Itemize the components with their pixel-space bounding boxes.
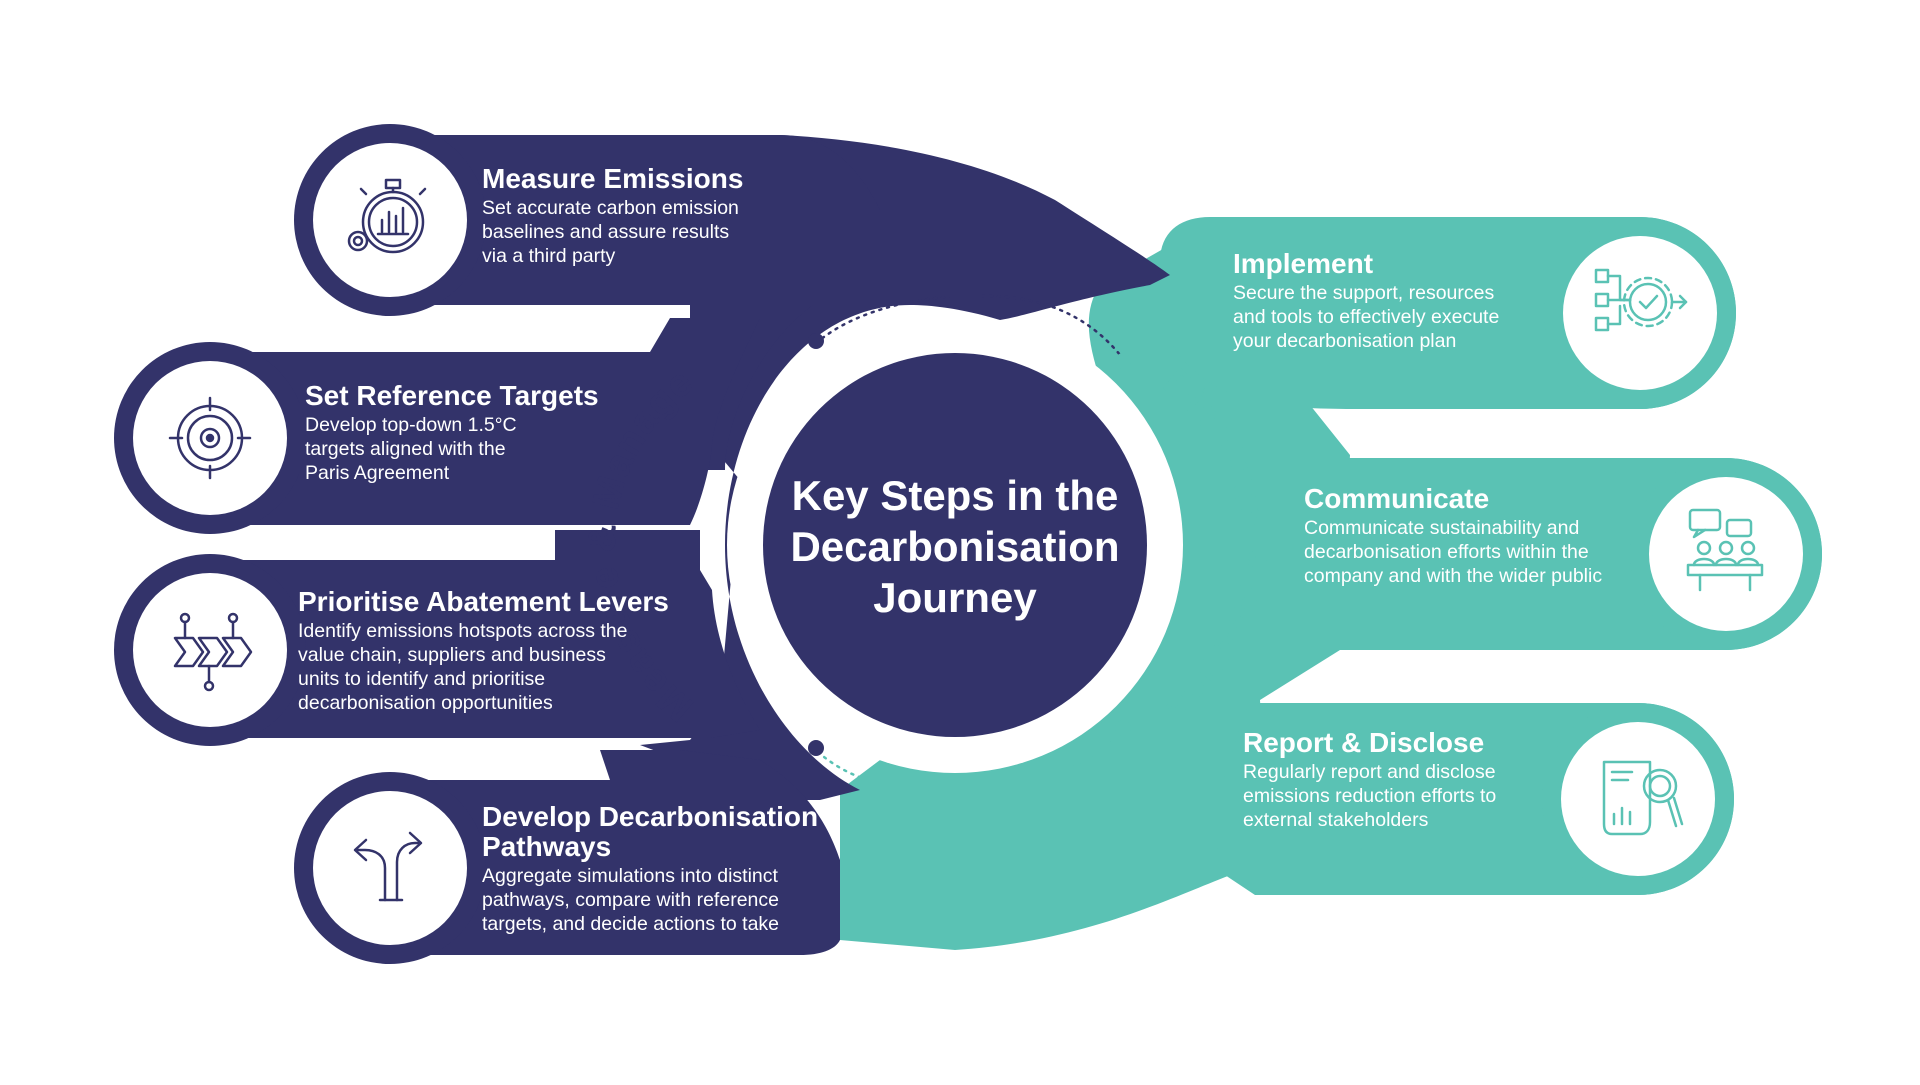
cycle-arrows xyxy=(808,285,1131,801)
step-title: Prioritise Abatement Levers xyxy=(298,586,669,617)
step-title: Communicate xyxy=(1304,483,1490,514)
step-desc-line: Develop top-down 1.5°C xyxy=(305,414,517,436)
center-title-line-3: Journey xyxy=(873,574,1037,621)
chevron-flow-icon xyxy=(173,612,253,692)
step-card-prioritise-abatement xyxy=(114,530,760,746)
step-desc-line: your decarbonisation plan xyxy=(1233,330,1457,352)
step-desc-line: Aggregate simulations into distinct xyxy=(482,865,778,887)
arrowhead-bottom-icon xyxy=(946,779,968,801)
step-desc-line: decarbonisation opportunities xyxy=(298,692,553,714)
report-magnifier-icon xyxy=(1602,760,1684,836)
step-card-develop-pathways xyxy=(294,750,840,964)
people-chat-icon xyxy=(1686,508,1764,592)
center-title-line-2: Decarbonisation xyxy=(790,523,1120,570)
step-title: Measure Emissions xyxy=(482,163,744,194)
step-desc-line: targets, and decide actions to take xyxy=(482,913,780,935)
step-desc-line: and tools to effectively execute xyxy=(1233,306,1500,328)
step-desc-line: Communicate sustainability and xyxy=(1304,517,1580,539)
center-hub xyxy=(727,317,1183,773)
step-communicate: Communicate Communicate sustainability a… xyxy=(1304,484,1602,588)
center-title-line-1: Key Steps in the xyxy=(791,472,1119,519)
step-prioritise-abatement-levers: Prioritise Abatement Levers Identify emi… xyxy=(298,587,669,715)
step-desc-line: external stakeholders xyxy=(1243,809,1429,831)
step-title: Implement xyxy=(1233,248,1374,279)
step-desc-line: units to identify and prioritise xyxy=(298,668,546,690)
center-title: Key Steps in the Decarbonisation Journey xyxy=(760,470,1150,623)
step-report-disclose: Report & Disclose Regularly report and d… xyxy=(1243,728,1496,832)
process-check-icon xyxy=(1594,268,1688,332)
step-desc-line: baselines and assure results xyxy=(482,221,730,243)
step-card-implement xyxy=(1160,217,1736,409)
step-desc-line: Identify emissions hotspots across the xyxy=(298,620,628,642)
step-desc-line: decarbonisation efforts within the xyxy=(1304,541,1589,563)
step-desc-line: Secure the support, resources xyxy=(1233,282,1495,304)
target-crosshair-icon xyxy=(168,396,252,480)
split-arrow-icon xyxy=(353,831,423,902)
step-desc-line: emissions reduction efforts to xyxy=(1243,785,1497,807)
step-measure-emissions: Measure Emissions Set accurate carbon em… xyxy=(482,164,743,268)
step-desc-line: targets aligned with the xyxy=(305,438,506,460)
stopwatch-chart-icon xyxy=(347,178,427,254)
step-card-communicate xyxy=(1215,458,1822,650)
step-title: Set Reference Targets xyxy=(305,380,599,411)
step-desc-line: pathways, compare with reference xyxy=(482,889,779,911)
step-desc-line: Regularly report and disclose xyxy=(1243,761,1496,783)
step-set-reference-targets: Set Reference Targets Develop top-down 1… xyxy=(305,381,599,485)
step-card-report-disclose xyxy=(1215,703,1734,895)
step-desc-line: Paris Agreement xyxy=(305,462,450,484)
step-desc-line: value chain, suppliers and business xyxy=(298,644,606,666)
step-desc-line: company and with the wider public xyxy=(1304,565,1603,587)
arrowhead-top-icon xyxy=(946,285,968,307)
step-implement: Implement Secure the support, resources … xyxy=(1233,249,1499,353)
step-title-line-2: Pathways xyxy=(482,831,612,862)
step-title: Report & Disclose xyxy=(1243,727,1485,758)
step-desc-line: via a third party xyxy=(482,245,616,267)
step-desc-line: Set accurate carbon emission xyxy=(482,197,739,219)
step-title: Develop Decarbonisation xyxy=(482,801,819,832)
step-card-set-reference-targets xyxy=(114,318,760,534)
step-develop-decarbonisation-pathways: Develop Decarbonisation Pathways Aggrega… xyxy=(482,802,818,936)
